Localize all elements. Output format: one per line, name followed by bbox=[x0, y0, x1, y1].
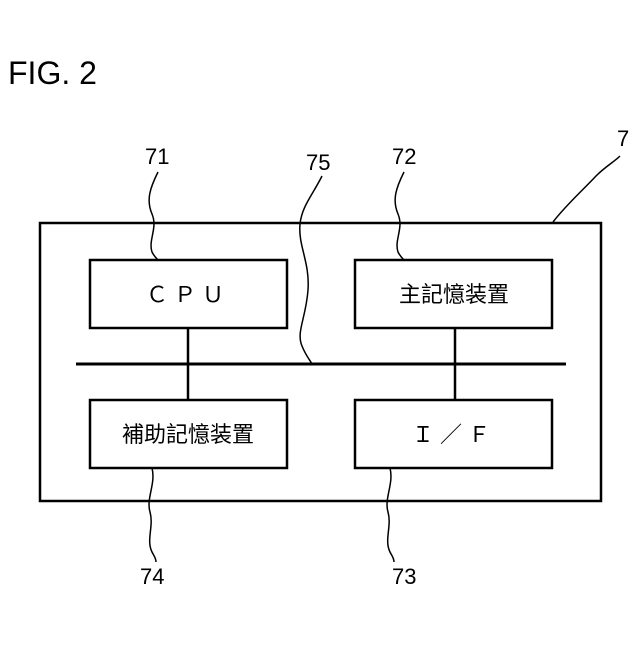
device-outline bbox=[40, 223, 601, 501]
aux-storage-label: 補助記憶装置 bbox=[122, 423, 254, 448]
device-ref-label: 7 bbox=[617, 126, 629, 151]
aux-storage-leader-line bbox=[149, 468, 156, 562]
device-leader-line bbox=[553, 156, 620, 222]
cpu-leader-line bbox=[149, 172, 158, 260]
interface-label: Ｉ／Ｆ bbox=[412, 423, 496, 448]
cpu-ref-label: 71 bbox=[145, 144, 169, 169]
bus-leader-line bbox=[300, 176, 322, 364]
main-memory-leader-line bbox=[395, 172, 404, 260]
main-memory-label: 主記憶装置 bbox=[399, 283, 509, 308]
interface-leader-line bbox=[387, 468, 394, 562]
figure-title: FIG. 2 bbox=[8, 55, 97, 91]
main-memory-ref-label: 72 bbox=[392, 144, 416, 169]
cpu-label: ＣＰＵ bbox=[146, 283, 230, 308]
interface-ref-label: 73 bbox=[392, 564, 416, 589]
bus-ref-label: 75 bbox=[306, 150, 330, 175]
aux-storage-ref-label: 74 bbox=[140, 564, 164, 589]
